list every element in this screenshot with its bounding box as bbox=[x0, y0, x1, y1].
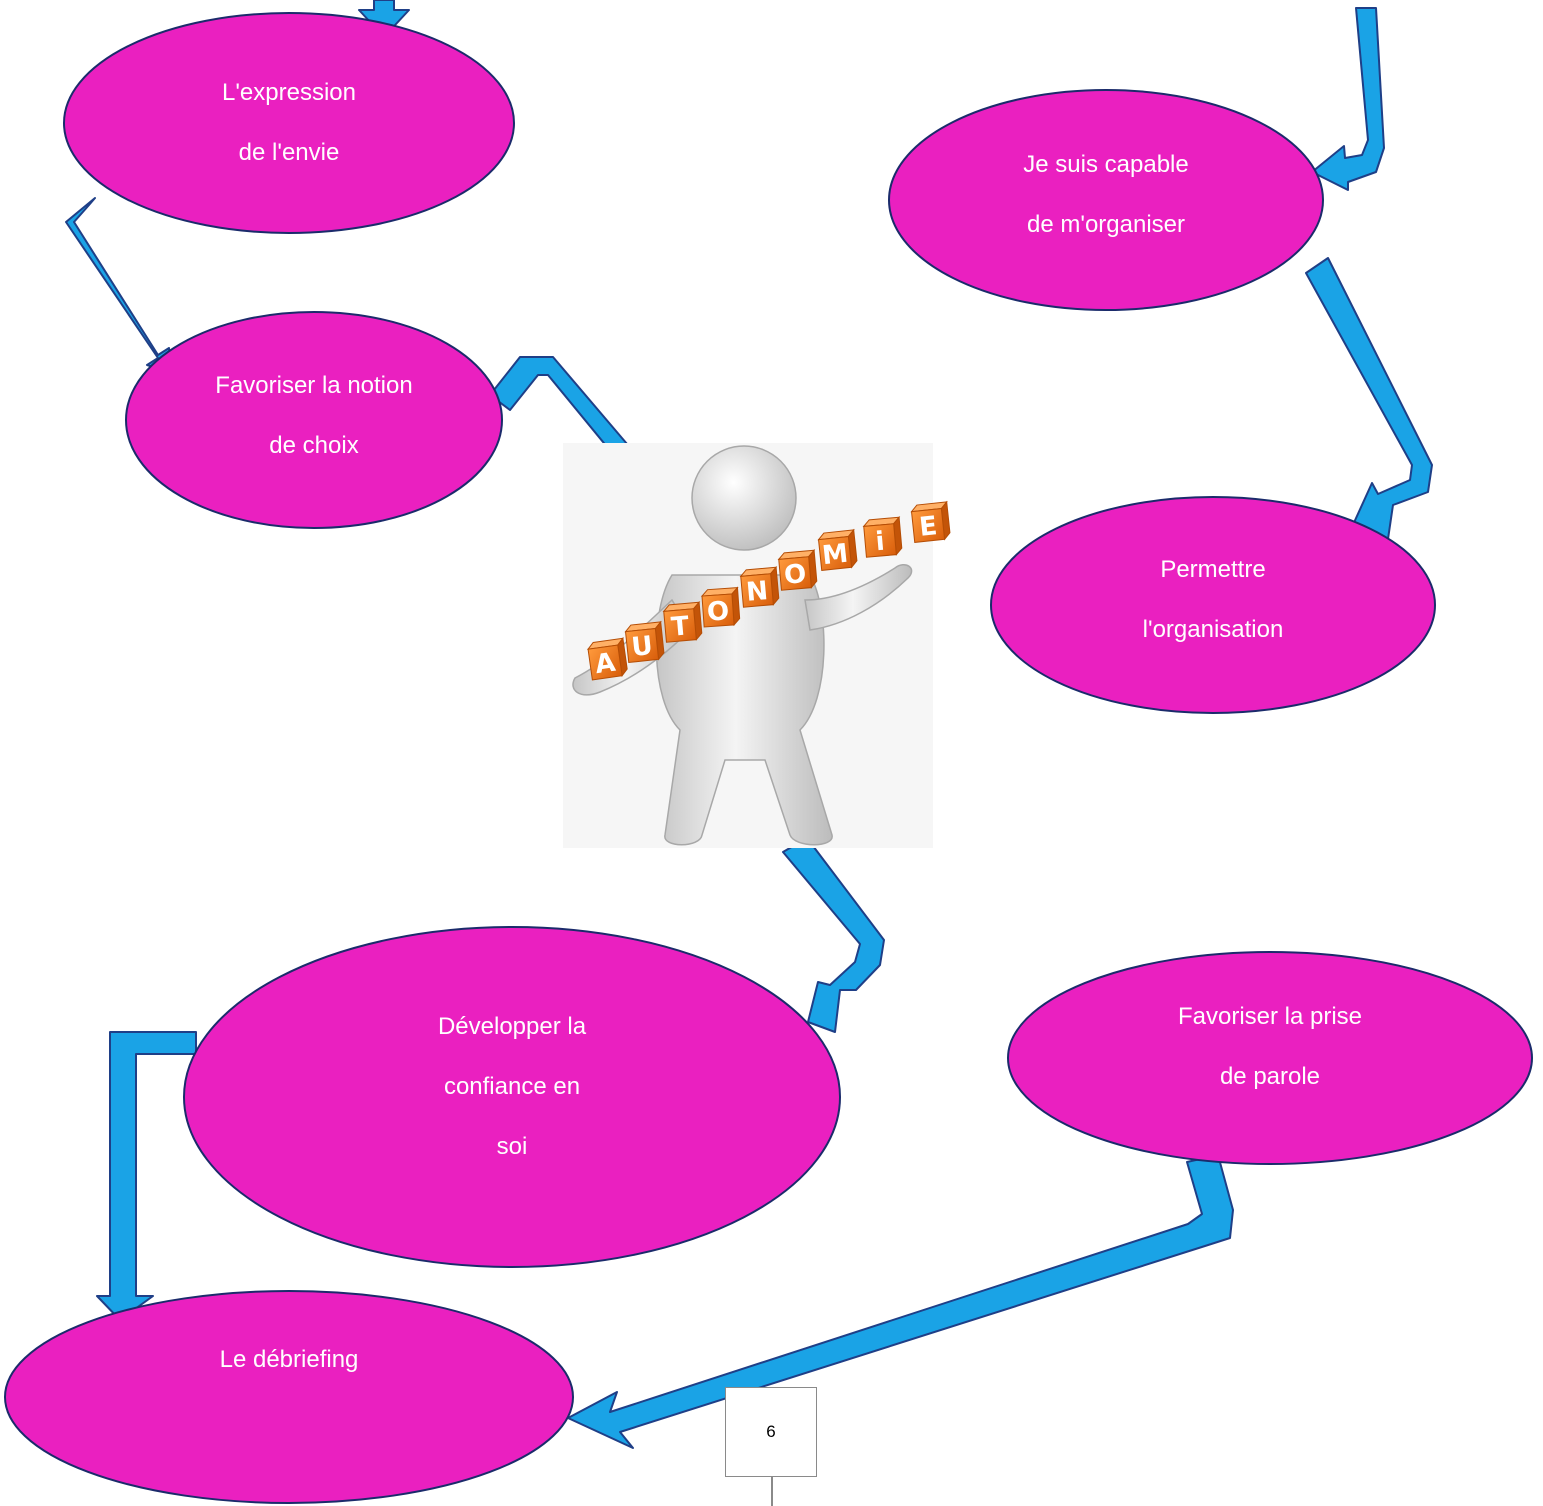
letter-cube: i bbox=[862, 516, 903, 558]
arrow-expression-to-choix bbox=[65, 197, 172, 374]
organiser-line2: de m'organiser bbox=[1027, 211, 1185, 238]
parole-line2: de parole bbox=[1219, 1063, 1321, 1090]
node-parole bbox=[1007, 951, 1533, 1165]
confiance-line1: Développer la bbox=[437, 1013, 587, 1040]
organisation-line2: l'organisation bbox=[1142, 616, 1284, 643]
letter-cube: O bbox=[700, 586, 741, 628]
figure-head bbox=[691, 445, 797, 551]
figure-body bbox=[655, 574, 833, 846]
letter-cube: O bbox=[777, 549, 818, 591]
arrow-autonomie-to-confiance bbox=[782, 837, 885, 1033]
choix-line1: Favoriser la notion bbox=[215, 372, 413, 399]
arrow-confiance-to-debriefing bbox=[96, 1031, 197, 1321]
letter-cube-label: T bbox=[670, 611, 691, 642]
label-organiser: Je suis capable de m'organiser bbox=[889, 135, 1323, 255]
debriefing-line1: Le débriefing bbox=[219, 1346, 359, 1373]
node-expression bbox=[63, 12, 515, 234]
arrow-organiser-to-organisation bbox=[1305, 257, 1433, 540]
arrow-parole-to-debriefing bbox=[567, 1154, 1234, 1449]
node-choix bbox=[125, 311, 503, 529]
letter-cube-label: A bbox=[593, 648, 617, 681]
arrow-top-right bbox=[1311, 7, 1385, 191]
letter-cube-label: O bbox=[706, 596, 730, 627]
parole-line1: Favoriser la prise bbox=[1177, 1003, 1363, 1030]
letter-cube-label: M bbox=[821, 539, 850, 572]
letter-cube-label: i bbox=[874, 527, 886, 558]
choix-line2: de choix bbox=[269, 432, 359, 459]
expression-line2: de l'envie bbox=[238, 139, 340, 166]
label-confiance: Développer la confiance en soi bbox=[184, 997, 840, 1177]
label-organisation: Permettre l'organisation bbox=[991, 540, 1435, 660]
letter-cube-label: U bbox=[630, 631, 654, 663]
letter-cube: T bbox=[662, 601, 703, 643]
node-confiance bbox=[183, 926, 841, 1268]
figure-right-arm bbox=[804, 564, 913, 631]
confiance-line3: soi bbox=[496, 1133, 528, 1160]
label-expression: L'expression de l'envie bbox=[64, 63, 514, 183]
organiser-line1: Je suis capable bbox=[1023, 151, 1189, 178]
confiance-line2: confiance en bbox=[443, 1073, 581, 1100]
node-organiser bbox=[888, 89, 1324, 311]
page-number: 6 bbox=[766, 1422, 776, 1441]
page-number-connector bbox=[771, 1477, 773, 1506]
label-parole: Favoriser la prise de parole bbox=[1008, 987, 1532, 1107]
letter-cube-label: E bbox=[918, 511, 939, 543]
organisation-line1: Permettre bbox=[1160, 556, 1266, 583]
arrow-top-left bbox=[358, 0, 410, 38]
label-debriefing: Le débriefing bbox=[5, 1330, 573, 1390]
node-debriefing bbox=[4, 1290, 574, 1504]
letter-cube: E bbox=[910, 500, 951, 544]
letter-cube: N bbox=[739, 566, 780, 608]
label-choix: Favoriser la notion de choix bbox=[126, 356, 502, 476]
expression-line1: L'expression bbox=[222, 79, 356, 106]
letter-cube: M bbox=[817, 528, 858, 572]
node-organisation bbox=[990, 496, 1436, 714]
page-number-box: 6 bbox=[725, 1387, 817, 1477]
letter-cube-label: N bbox=[745, 576, 769, 608]
letter-cube: U bbox=[624, 620, 665, 664]
letter-cube: A bbox=[586, 637, 628, 681]
letter-cube-label: O bbox=[783, 559, 808, 591]
